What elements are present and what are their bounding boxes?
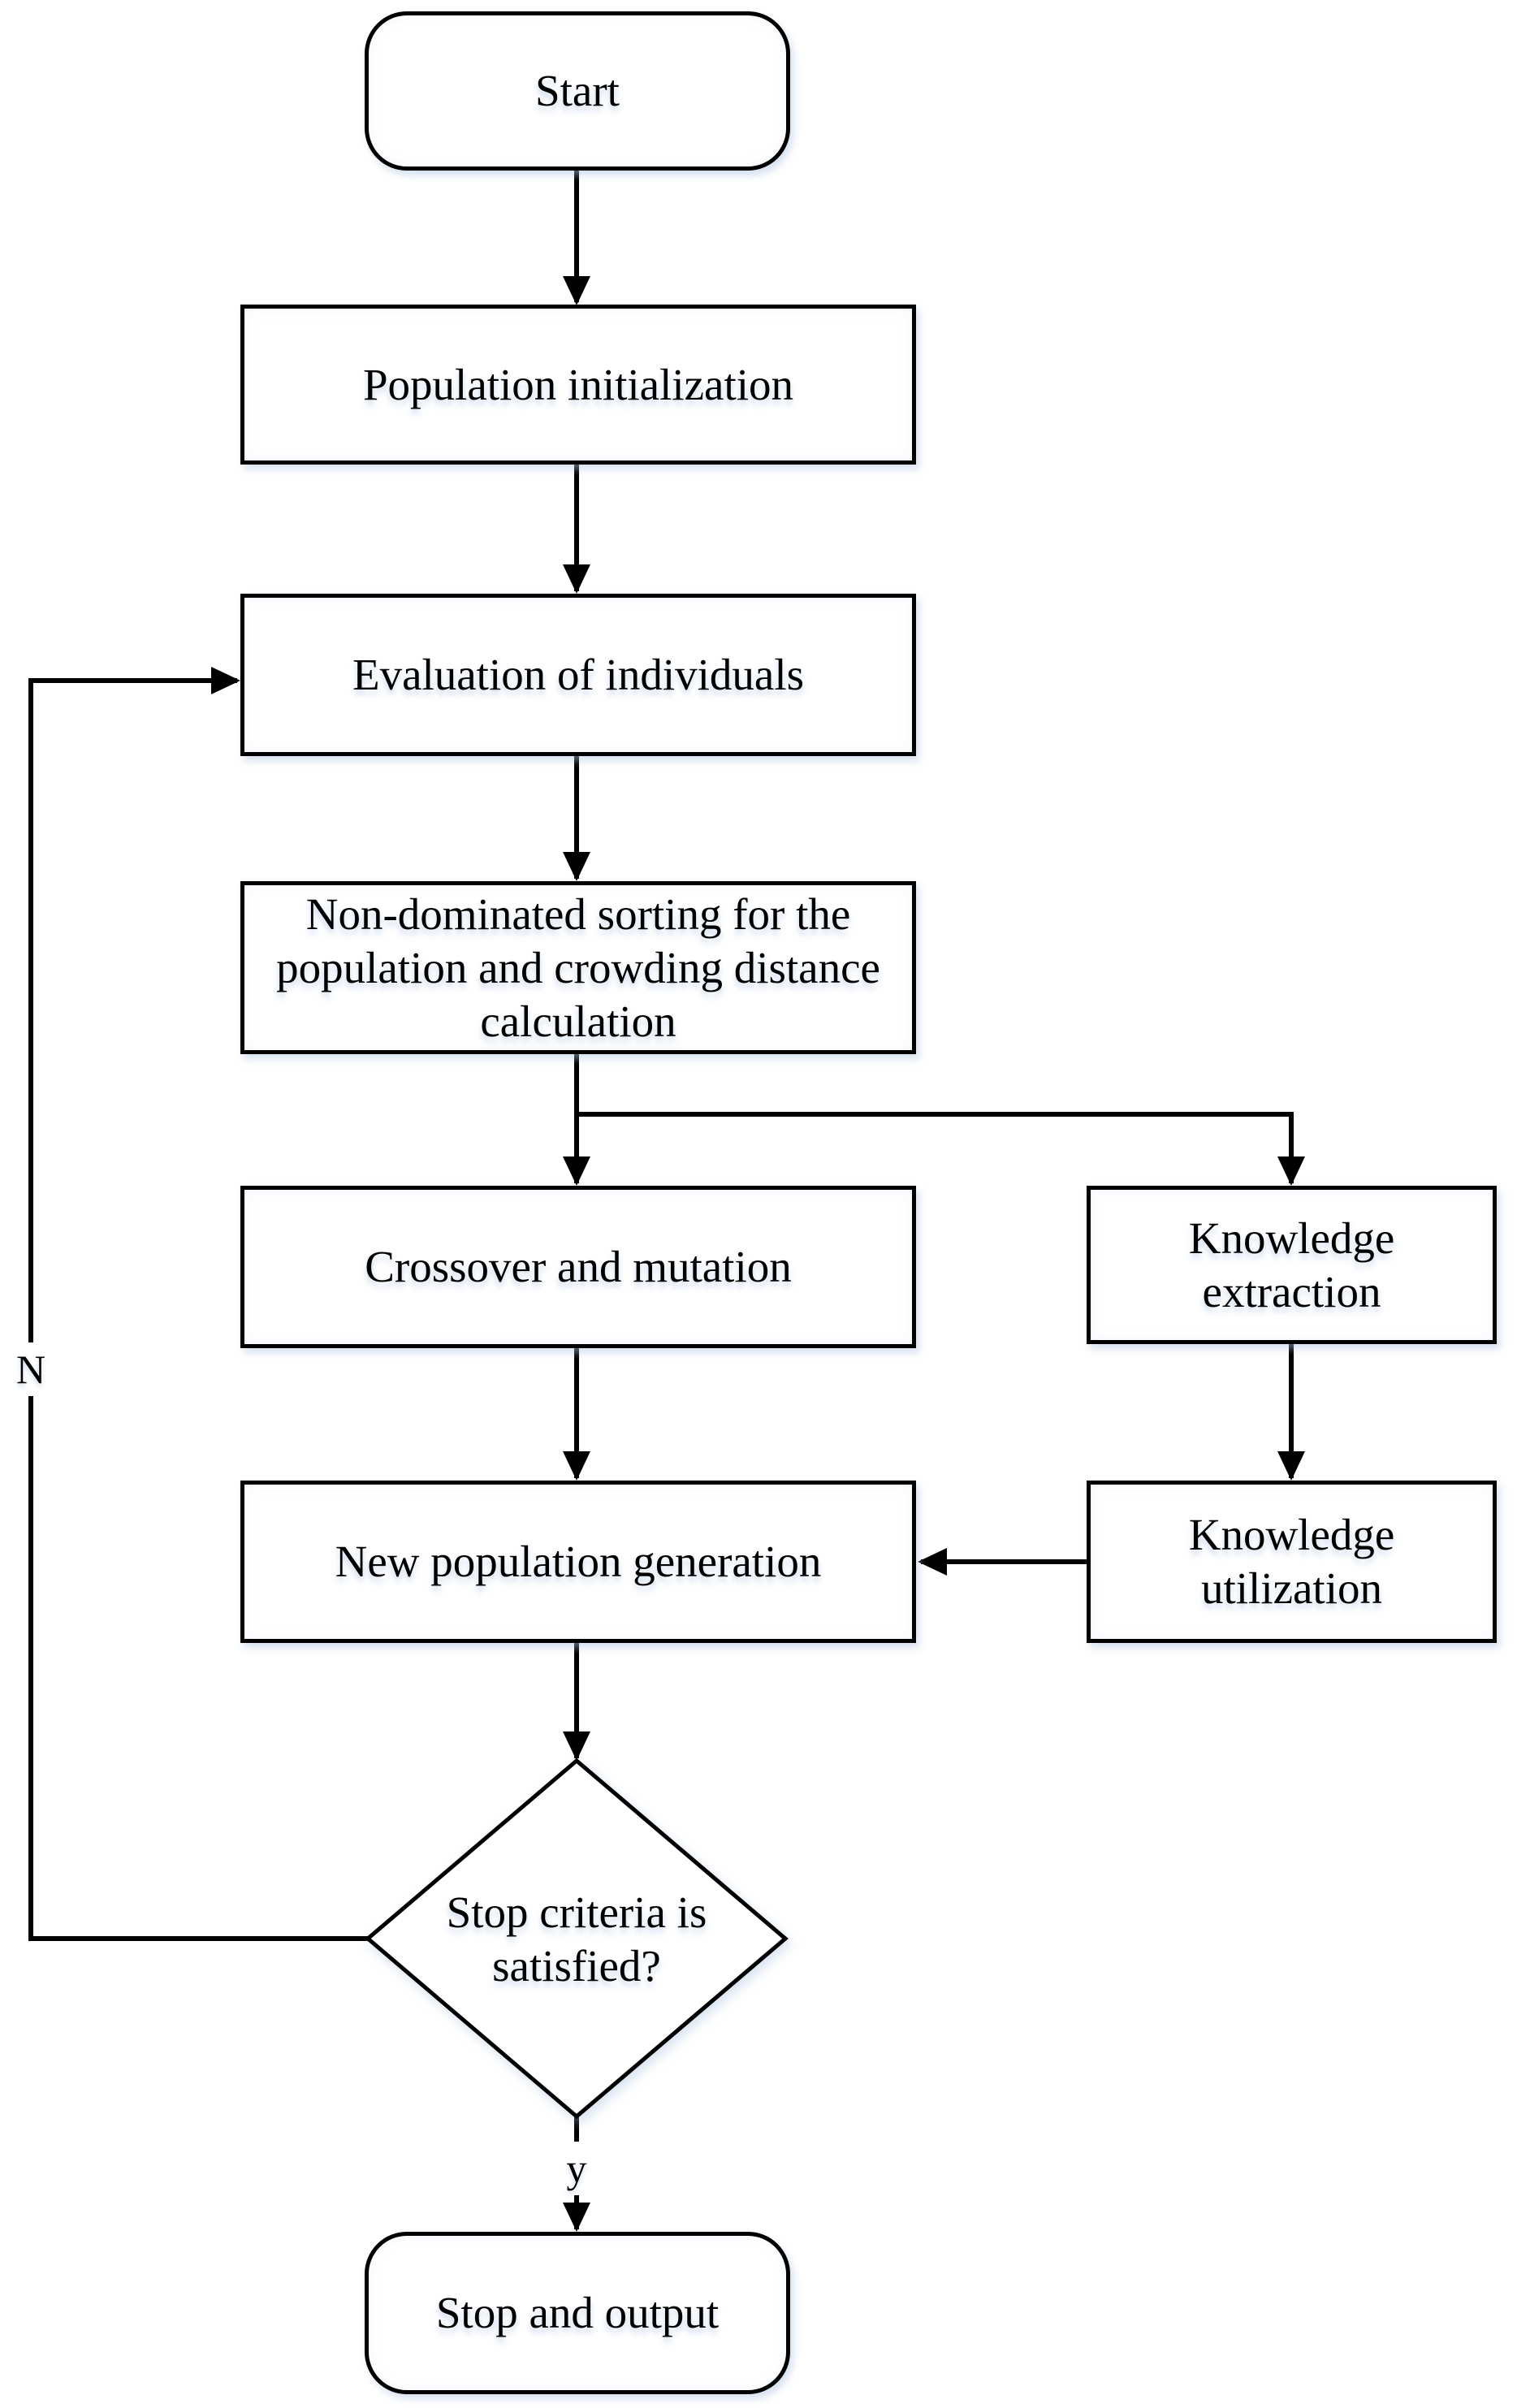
node-non-dominated-sorting-label: Non-dominated sorting for the population… — [276, 888, 880, 1046]
edge-sorting-to-extraction — [577, 1112, 1294, 1183]
arrowhead-into-decision — [563, 1731, 590, 1761]
arrowhead-into-extraction — [1277, 1156, 1305, 1186]
node-evaluation-of-individuals-label: Evaluation of individuals — [352, 650, 804, 699]
arrowhead-into-newpop-top — [563, 1451, 590, 1481]
edge-label-no: N — [11, 1342, 51, 1396]
node-evaluation-of-individuals: Evaluation of individuals — [240, 594, 916, 756]
node-knowledge-extraction-label: Knowledge extraction — [1188, 1213, 1395, 1316]
node-start: Start — [365, 11, 790, 171]
node-stop-and-output-label: Stop and output — [435, 2288, 720, 2337]
arrowhead-into-popinit — [563, 276, 590, 305]
decision-diamond-shape — [365, 1757, 789, 2120]
edge-label-yes: y — [561, 2142, 592, 2195]
node-new-population-generation-label: New population generation — [335, 1537, 822, 1586]
arrowhead-into-newpop-right — [918, 1548, 947, 1576]
node-stop-criteria-label: Stop criteria is satisfied? — [446, 1887, 707, 1991]
node-population-initialization: Population initialization — [240, 305, 916, 465]
node-new-population-generation: New population generation — [240, 1481, 916, 1643]
arrowhead-into-utilization — [1277, 1451, 1305, 1481]
node-knowledge-utilization: Knowledge utilization — [1087, 1481, 1497, 1643]
node-crossover-and-mutation: Crossover and mutation — [240, 1186, 916, 1348]
arrowhead-into-eval — [563, 564, 590, 594]
node-knowledge-utilization-label: Knowledge utilization — [1188, 1510, 1395, 1613]
node-population-initialization-label: Population initialization — [362, 359, 794, 409]
arrowhead-into-sorting — [563, 852, 590, 881]
arrowhead-into-stop — [563, 2203, 590, 2232]
node-non-dominated-sorting: Non-dominated sorting for the population… — [240, 881, 916, 1054]
node-crossover-and-mutation-label: Crossover and mutation — [365, 1242, 792, 1291]
node-start-label: Start — [535, 66, 620, 115]
node-knowledge-extraction: Knowledge extraction — [1087, 1186, 1497, 1344]
node-stop-criteria: Stop criteria is satisfied? — [414, 1860, 739, 2018]
arrowhead-into-eval-left — [211, 667, 240, 694]
node-stop-and-output: Stop and output — [365, 2232, 790, 2394]
edge-decision-no-loop — [28, 678, 368, 1941]
arrowhead-into-crossover — [563, 1156, 590, 1186]
